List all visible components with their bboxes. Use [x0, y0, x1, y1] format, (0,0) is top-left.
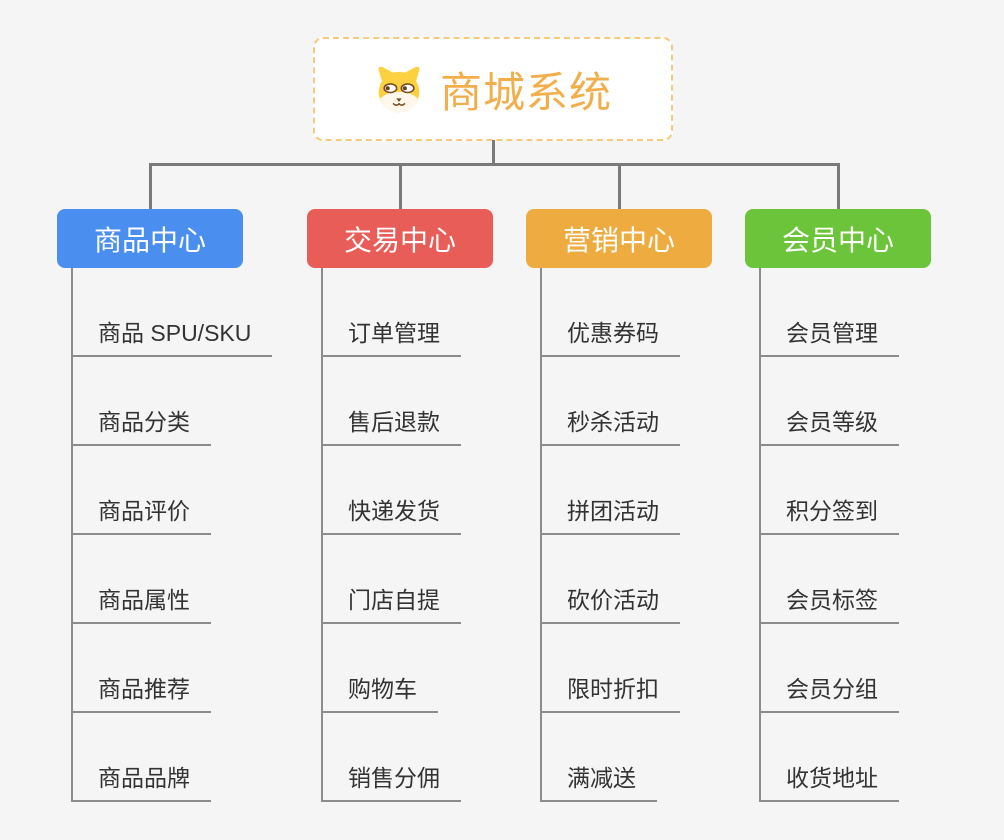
leaf-topic[interactable]: 优惠券码 [540, 314, 680, 357]
root-connector-stub [492, 140, 495, 164]
dog-face-icon [374, 64, 424, 114]
branch-vertical-line [759, 268, 761, 802]
leaf-topic[interactable]: 会员分组 [759, 670, 899, 713]
branch-header-member[interactable]: 会员中心 [745, 209, 931, 268]
branch-header-goods[interactable]: 商品中心 [57, 209, 243, 268]
branch-stub-marketing [618, 166, 621, 209]
leaf-topic[interactable]: 会员管理 [759, 314, 899, 357]
leaf-topic[interactable]: 售后退款 [321, 403, 461, 446]
leaf-topic[interactable]: 拼团活动 [540, 492, 680, 535]
leaf-topic[interactable]: 会员等级 [759, 403, 899, 446]
branch-column-goods: 商品 SPU/SKU 商品分类 商品评价 商品属性 商品推荐 商品品牌 [71, 268, 273, 802]
leaf-topic[interactable]: 积分签到 [759, 492, 899, 535]
leaf-topic[interactable]: 商品推荐 [71, 670, 211, 713]
leaf-topic[interactable]: 限时折扣 [540, 670, 680, 713]
leaf-topic[interactable]: 销售分佣 [321, 759, 461, 802]
branch-vertical-line [71, 268, 73, 802]
branch-vertical-line [321, 268, 323, 802]
branch-column-member: 会员管理 会员等级 积分签到 会员标签 会员分组 收货地址 [759, 268, 899, 802]
root-node[interactable]: 商城系统 [313, 37, 673, 141]
leaf-topic[interactable]: 商品品牌 [71, 759, 211, 802]
leaf-topic[interactable]: 订单管理 [321, 314, 461, 357]
branch-stub-member [837, 166, 840, 209]
leaf-topic[interactable]: 砍价活动 [540, 581, 680, 624]
leaf-topic[interactable]: 商品 SPU/SKU [71, 314, 273, 357]
branch-stub-trade [399, 166, 402, 209]
leaf-topic[interactable]: 快递发货 [321, 492, 461, 535]
branch-stub-goods [149, 166, 152, 209]
leaf-topic[interactable]: 满减送 [540, 759, 657, 802]
branches-horizontal-line [149, 163, 840, 166]
branch-vertical-line [540, 268, 542, 802]
leaf-topic[interactable]: 会员标签 [759, 581, 899, 624]
branch-header-marketing[interactable]: 营销中心 [526, 209, 712, 268]
leaf-topic[interactable]: 商品属性 [71, 581, 211, 624]
leaf-topic[interactable]: 秒杀活动 [540, 403, 680, 446]
branch-header-trade[interactable]: 交易中心 [307, 209, 493, 268]
branch-column-marketing: 优惠券码 秒杀活动 拼团活动 砍价活动 限时折扣 满减送 [540, 268, 680, 802]
leaf-topic[interactable]: 门店自提 [321, 581, 461, 624]
leaf-topic[interactable]: 商品评价 [71, 492, 211, 535]
leaf-topic[interactable]: 商品分类 [71, 403, 211, 446]
leaf-topic[interactable]: 收货地址 [759, 759, 899, 802]
branch-column-trade: 订单管理 售后退款 快递发货 门店自提 购物车 销售分佣 [321, 268, 461, 802]
root-title: 商城系统 [439, 68, 612, 116]
leaf-topic[interactable]: 购物车 [321, 670, 438, 713]
